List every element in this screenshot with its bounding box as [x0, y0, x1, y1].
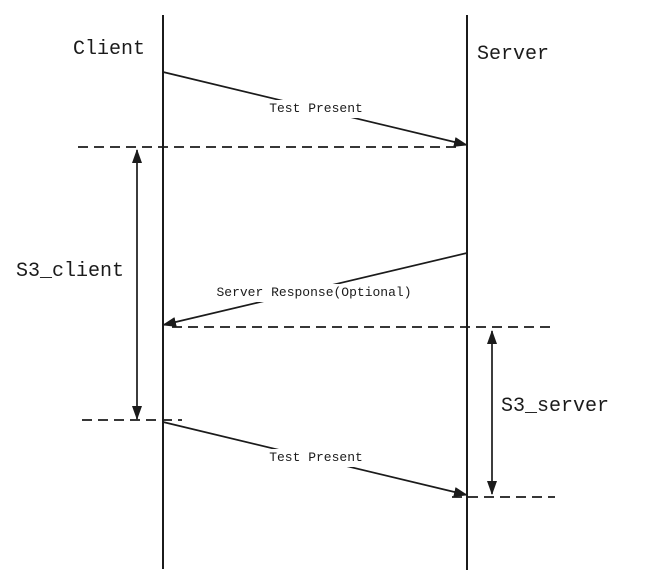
message-label-server-response: Server Response(Optional) [213, 284, 415, 302]
message-label-test-present-1: Test Present [266, 100, 366, 118]
message-label-test-present-2: Test Present [266, 449, 366, 467]
interval-label-s3-client: S3_client [16, 260, 125, 283]
interval-label-s3-server: S3_server [501, 395, 610, 418]
actor-label-server: Server [477, 43, 550, 66]
actor-label-client: Client [73, 38, 146, 61]
